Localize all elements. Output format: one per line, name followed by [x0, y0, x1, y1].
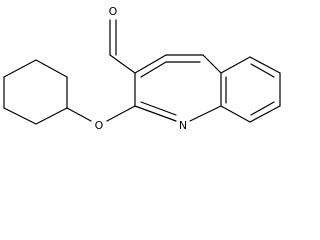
ring-nitrogen-label: N — [179, 119, 187, 132]
aldehyde-group — [109, 19, 136, 74]
cyclohexane-ring — [3, 59, 68, 125]
aldehyde-oxygen-label: O — [109, 5, 118, 18]
ether-oxygen-label: O — [95, 119, 104, 132]
ether-linkage — [66, 105, 136, 122]
benzene-ring — [220, 56, 281, 123]
quinoline-carbaldehyde-structure: O O N — [3, 5, 281, 132]
pyridine-ring — [134, 54, 222, 122]
